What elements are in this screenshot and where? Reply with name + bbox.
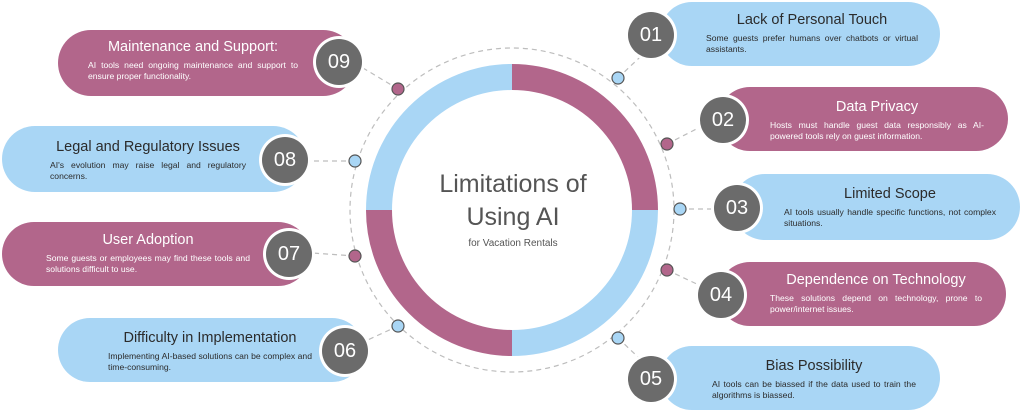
- center-title-line2: Using AI: [466, 203, 560, 231]
- item-01-title: Lack of Personal Touch: [736, 12, 888, 28]
- center-title: Limitations of Using AI: [400, 168, 626, 234]
- item-02-pill: Data Privacy Hosts must handle guest dat…: [718, 87, 1008, 151]
- item-02-desc: Hosts must handle guest data responsibly…: [770, 120, 984, 141]
- item-06-title: Difficulty in Implementation: [123, 330, 297, 346]
- item-03-pill: Limited Scope AI tools usually handle sp…: [732, 174, 1020, 240]
- item-08-title: Legal and Regulatory Issues: [56, 139, 240, 155]
- item-02-title: Data Privacy: [835, 99, 919, 115]
- item-09-title: Maintenance and Support:: [107, 39, 279, 55]
- ring-segment-top-right: [511, 64, 658, 211]
- item-05-pill: Bias Possibility AI tools can be biassed…: [660, 346, 940, 410]
- center-title-line1: Limitations of: [439, 170, 587, 198]
- item-01-desc: Some guests prefer humans over chatbots …: [706, 33, 918, 54]
- item-04-badge: 04: [698, 272, 744, 318]
- item-01-badge: 01: [628, 12, 674, 58]
- item-07-pill: User Adoption Some guests or employees m…: [2, 222, 310, 286]
- item-05-desc: AI tools can be biassed if the data used…: [712, 379, 916, 400]
- dot-08: [348, 154, 362, 168]
- item-06-pill: Difficulty in Implementation Implementin…: [58, 318, 364, 382]
- item-03-desc: AI tools usually handle specific functio…: [784, 207, 996, 228]
- item-04-title: Dependence on Technology: [786, 272, 966, 288]
- item-09-desc: AI tools need ongoing maintenance and su…: [88, 60, 298, 81]
- item-09-pill: Maintenance and Support: AI tools need o…: [58, 30, 356, 96]
- dot-01: [611, 71, 625, 85]
- item-05-title: Bias Possibility: [765, 358, 863, 374]
- dot-09: [391, 82, 405, 96]
- item-06-badge: 06: [322, 328, 368, 374]
- dot-07: [348, 249, 362, 263]
- item-04-desc: These solutions depend on technology, pr…: [770, 293, 982, 314]
- item-07-title: User Adoption: [102, 232, 194, 248]
- item-08-badge: 08: [262, 137, 308, 183]
- dot-02: [660, 137, 674, 151]
- item-06-desc: Implementing AI-based solutions can be c…: [108, 351, 312, 372]
- dot-04: [660, 263, 674, 277]
- connector-09: [357, 64, 399, 90]
- ring-segment-top-left: [366, 64, 513, 211]
- item-02-badge: 02: [700, 97, 746, 143]
- item-03-title: Limited Scope: [844, 186, 936, 202]
- item-01-pill: Lack of Personal Touch Some guests prefe…: [660, 2, 940, 66]
- item-05-badge: 05: [628, 356, 674, 402]
- item-07-desc: Some guests or employees may find these …: [46, 253, 250, 274]
- item-09-badge: 09: [316, 39, 362, 85]
- ring-segment-bottom-left: [366, 209, 513, 356]
- dot-06: [391, 319, 405, 333]
- connector-07: [311, 252, 356, 257]
- ring-segment-bottom-right: [511, 209, 658, 356]
- item-03-badge: 03: [714, 185, 760, 231]
- item-08-desc: AI's evolution may raise legal and regul…: [50, 160, 246, 181]
- dot-05: [611, 331, 625, 345]
- center-subtitle: for Vacation Rentals: [468, 238, 558, 249]
- item-04-pill: Dependence on Technology These solutions…: [718, 262, 1006, 326]
- dot-03: [673, 202, 687, 216]
- item-07-badge: 07: [266, 231, 312, 277]
- item-08-pill: Legal and Regulatory Issues AI's evoluti…: [2, 126, 306, 192]
